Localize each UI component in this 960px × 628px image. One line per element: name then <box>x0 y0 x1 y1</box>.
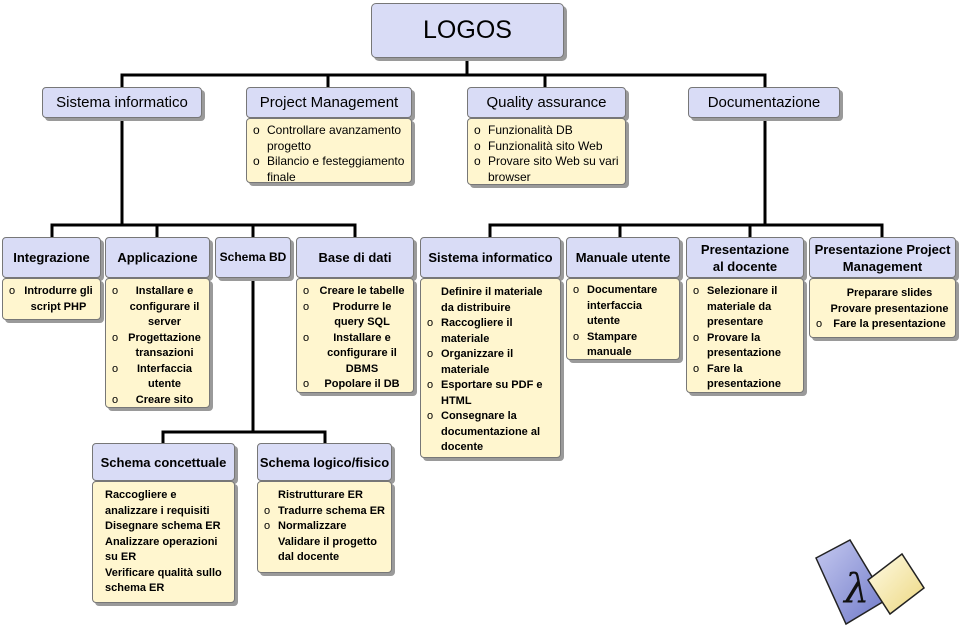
task-item: Stampare manuale <box>573 330 673 361</box>
node-sistema-informatico-doc: Sistema informatico <box>420 237 561 278</box>
tasks-applicazione: Installare e configurare il server Proge… <box>105 278 210 408</box>
node-presentazione-pm: Presentazione Project Management <box>809 237 956 278</box>
task-item: Ristrutturare ER <box>278 489 363 501</box>
task-item: Documentare interfaccia utente <box>573 283 673 330</box>
node-project-management: Project Management <box>246 87 412 118</box>
task-item: Verificare qualità sullo schema ER <box>105 566 222 595</box>
task-item: Creare le tabelle <box>303 284 407 300</box>
tasks-sistema-informatico-doc: Definire il materiale da distribuire Rac… <box>420 278 561 458</box>
task-item: Produrre le query SQL <box>303 300 407 331</box>
task-item: Provare sito Web su vari browser <box>474 154 619 185</box>
node-quality-assurance: Quality assurance <box>467 87 626 118</box>
task-item: Interfaccia utente <box>112 362 203 393</box>
task-item: Disegnare schema ER <box>105 520 221 532</box>
tasks-schema-concettuale: Raccogliere e analizzare i requisiti Dis… <box>92 481 235 603</box>
lambda-logo: λ <box>815 539 926 626</box>
task-item: Tradurre schema ER <box>264 504 385 520</box>
tasks-quality-assurance: Funzionalità DB Funzionalità sito Web Pr… <box>467 118 626 185</box>
tasks-project-management: Controllare avanzamento progetto Bilanci… <box>246 118 412 185</box>
task-item: Provare presentazione <box>830 302 949 315</box>
task-item: Organizzare il materiale <box>427 347 554 378</box>
tasks-base-di-dati: Creare le tabelle Produrre le query SQL … <box>296 278 414 393</box>
task-item: Popolare il DB <box>303 377 407 393</box>
task-item: Selezionare il materiale da presentare <box>693 284 797 331</box>
node-manuale-utente: Manuale utente <box>566 237 680 278</box>
task-item: Analizzare operazioni su ER <box>105 535 218 564</box>
root-logos: LOGOS <box>371 3 564 58</box>
task-item: Preparare slides <box>846 287 933 299</box>
logo-front-square <box>866 552 926 616</box>
task-item: Fare la presentazione <box>693 362 797 393</box>
lambda-glyph: λ <box>842 566 869 612</box>
task-item: Progettazione transazioni <box>112 331 203 362</box>
node-schema-logico-fisico: Schema logico/fisico <box>257 443 392 481</box>
node-documentazione: Documentazione <box>688 87 840 118</box>
task-item: Fare la presentazione <box>816 317 949 333</box>
task-item: Funzionalità sito Web <box>474 139 619 155</box>
node-applicazione: Applicazione <box>105 237 210 278</box>
node-schema-bd: Schema BD <box>215 237 291 278</box>
node-base-di-dati: Base di dati <box>296 237 414 278</box>
task-item: Installare e configurare il DBMS <box>303 331 407 378</box>
task-item: Consegnare la documentazione al docente <box>427 409 554 456</box>
task-item: Normalizzare <box>264 519 385 535</box>
node-integrazione: Integrazione <box>2 237 101 278</box>
task-item: Provare la presentazione <box>693 331 797 362</box>
task-item: Bilancio e festeggiamento finale <box>253 154 405 185</box>
tasks-presentazione-docente: Selezionare il materiale da presentare P… <box>686 278 804 393</box>
task-item: Validare il progetto dal docente <box>278 535 378 564</box>
tasks-integrazione: Introdurre gli script PHP <box>2 278 101 320</box>
task-item: Funzionalità DB <box>474 123 619 139</box>
task-item: Installare e configurare il server <box>112 284 203 331</box>
tasks-manuale-utente: Documentare interfaccia utente Stampare … <box>566 278 680 360</box>
task-item: Raccogliere e analizzare i requisiti <box>105 489 210 517</box>
node-schema-concettuale: Schema concettuale <box>92 443 235 481</box>
task-item: Creare sito <box>112 393 203 409</box>
task-item: Raccogliere il materiale <box>427 316 554 347</box>
task-item: Definire il materiale da distribuire <box>441 286 543 314</box>
tasks-schema-logico-fisico: Ristrutturare ER Tradurre schema ER Norm… <box>257 481 392 573</box>
node-sistema-informatico: Sistema informatico <box>42 87 202 118</box>
task-item: Controllare avanzamento progetto <box>253 123 405 154</box>
task-item: Introdurre gli script PHP <box>9 284 94 315</box>
tasks-presentazione-pm: Preparare slides Provare presentazione F… <box>809 278 956 338</box>
node-presentazione-docente: Presentazione al docente <box>686 237 804 278</box>
task-item: Esportare su PDF e HTML <box>427 378 554 409</box>
